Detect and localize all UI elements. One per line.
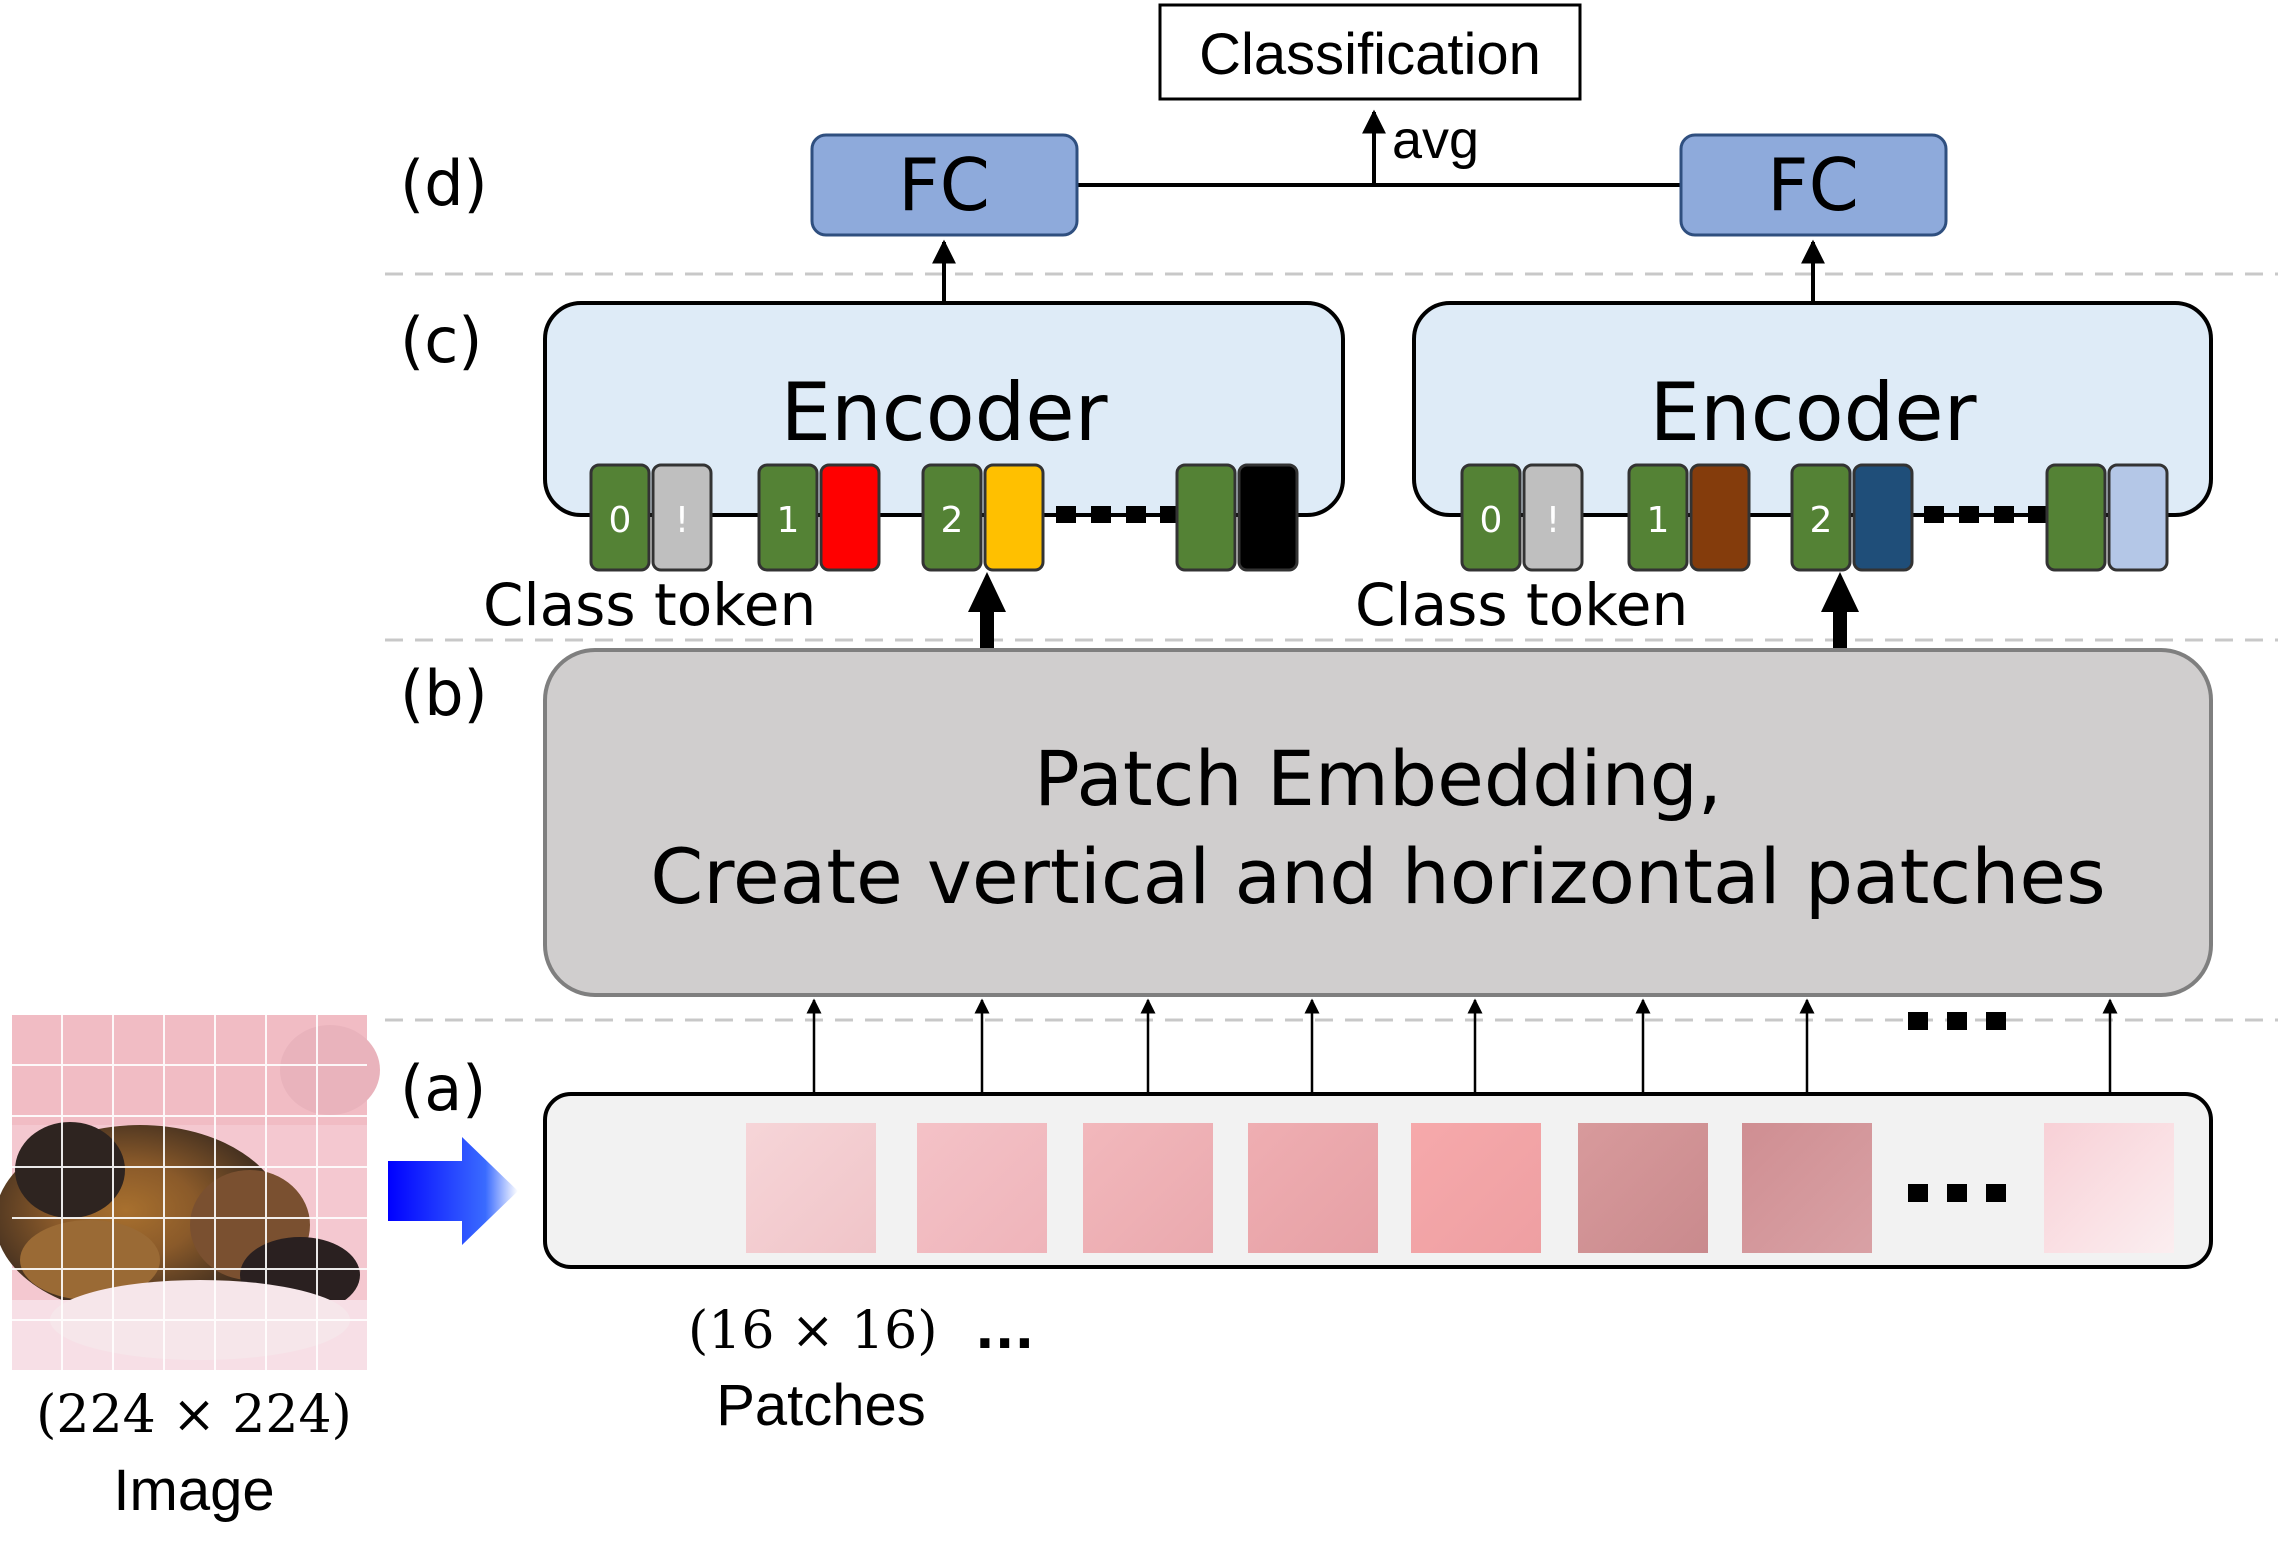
token-left-2-emb — [983, 463, 1045, 572]
classification-box — [1158, 3, 1582, 101]
input-arrow — [388, 1137, 518, 1245]
token-right-n-emb — [2107, 463, 2169, 572]
patch-1 — [746, 1123, 876, 1253]
stage-label-b: (b) — [400, 657, 488, 730]
token-right-1-emb — [1689, 463, 1751, 572]
token-right-2-emb — [1852, 463, 1914, 572]
fc-left-box — [810, 133, 1079, 237]
patch-5 — [1411, 1123, 1541, 1253]
patch-embedding-line2: Create vertical and horizontal patches — [650, 832, 2106, 921]
token-right-n-pos — [2045, 463, 2107, 572]
input-image — [0, 1015, 380, 1370]
token-left-1-emb — [819, 463, 881, 572]
embedding-arrow-ellipsis — [1908, 1012, 2006, 1030]
patch-embedding-line1: Patch Embedding, — [1034, 734, 1722, 823]
patch-row-ellipsis — [1908, 1184, 2006, 1202]
stage-labels: (d) (c) (b) (a) — [400, 147, 488, 1125]
image-label: Image — [113, 1458, 274, 1523]
token-right-0 — [1460, 463, 1522, 572]
stage-label-a: (a) — [400, 1052, 486, 1125]
avg-label: avg — [1392, 110, 1479, 170]
token-left-0 — [589, 463, 651, 572]
token-right-2-label: 2 — [1810, 500, 1833, 541]
image-size-label: (224 × 224) — [36, 1385, 352, 1445]
token-left-1-label: 1 — [777, 500, 800, 541]
token-right-class-label: ! — [1546, 500, 1560, 541]
token-right-0-label: 0 — [1480, 500, 1503, 541]
patch-6 — [1578, 1123, 1708, 1253]
patch-7 — [1742, 1123, 1872, 1253]
patch-tiles — [746, 1123, 2174, 1253]
class-token-left-label: Class token — [483, 571, 816, 639]
arrow-embedding-to-encoder-right — [1821, 572, 1859, 650]
patch-n — [2044, 1123, 2174, 1253]
token-left-n-pos — [1175, 463, 1237, 572]
token-left-n-emb — [1237, 463, 1299, 572]
encoder-right-label: Encoder — [1649, 366, 1976, 459]
classification-label: Classification — [1199, 22, 1541, 87]
encoder-left: Encoder 0 ! 1 2 — [543, 301, 1345, 572]
token-right-1-label: 1 — [1647, 500, 1670, 541]
token-left-class-label: ! — [675, 500, 689, 541]
stage-label-d: (d) — [400, 147, 488, 220]
encoder-right: Encoder 0 ! 1 2 — [1412, 301, 2213, 572]
token-right-1-pos — [1627, 463, 1689, 572]
token-left-2-pos — [921, 463, 983, 572]
token-left-1-pos — [757, 463, 819, 572]
patch-size-ellipsis: ... — [975, 1301, 1034, 1361]
encoder-left-label: Encoder — [780, 366, 1107, 459]
stage-label-c: (c) — [400, 304, 482, 377]
token-right-class — [1522, 463, 1584, 572]
class-token-right-label: Class token — [1355, 571, 1688, 639]
patch-3 — [1083, 1123, 1213, 1253]
patch-2 — [917, 1123, 1047, 1253]
arrow-embedding-to-encoder-left — [968, 572, 1006, 650]
token-left-ellipsis — [1056, 506, 1180, 523]
fc-right-label: FC — [1767, 143, 1859, 227]
token-right-2-pos — [1790, 463, 1852, 572]
patch-embedding-box — [543, 648, 2213, 997]
fc-right-box — [1679, 133, 1948, 237]
fc-left-label: FC — [898, 143, 990, 227]
patch-size-label: (16 × 16) — [688, 1301, 938, 1361]
patch-4 — [1248, 1123, 1378, 1253]
patches-label: Patches — [716, 1373, 926, 1438]
token-left-0-label: 0 — [609, 500, 632, 541]
token-right-ellipsis — [1924, 506, 2048, 523]
token-left-class — [651, 463, 713, 572]
token-left-2-label: 2 — [941, 500, 964, 541]
